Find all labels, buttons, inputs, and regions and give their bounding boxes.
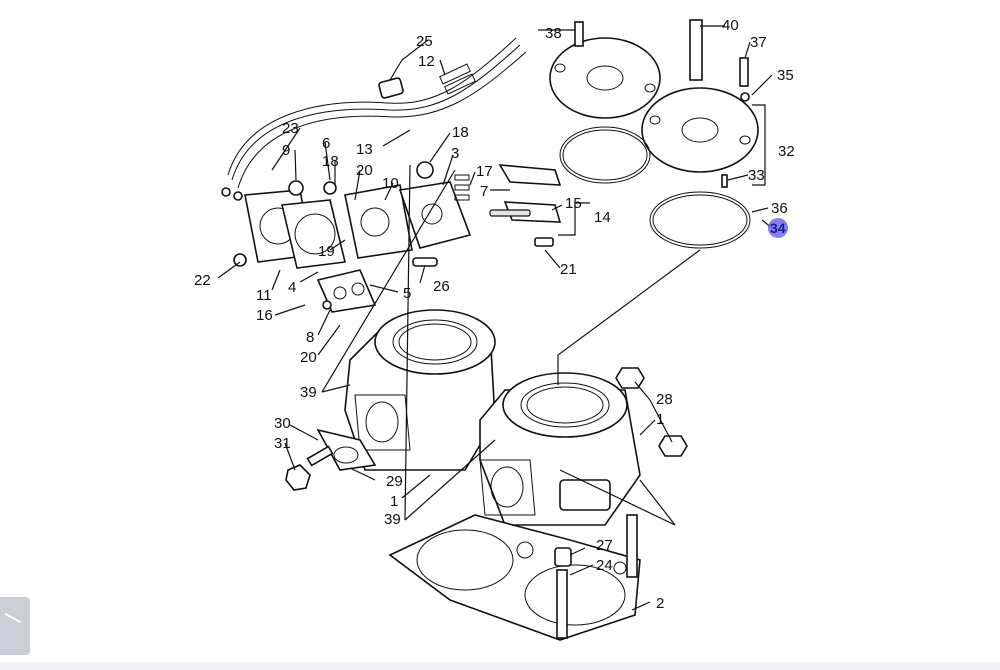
- exhaust-hardware: [285, 428, 377, 491]
- callout-18-top: 18: [452, 124, 469, 141]
- callout-15: 15: [565, 195, 582, 212]
- callout-32: 32: [778, 143, 795, 160]
- cylinder-heads: [549, 19, 759, 249]
- callout-29: 29: [386, 473, 403, 490]
- callout-1-right: 1: [656, 411, 664, 428]
- side-panel-tab[interactable]: [0, 597, 30, 655]
- collapse-chevron-icon: [4, 612, 22, 624]
- callout-37: 37: [750, 34, 767, 51]
- callout-1-lower: 1: [390, 493, 398, 510]
- callout-39-lower: 39: [384, 511, 401, 528]
- callout-35: 35: [777, 67, 794, 84]
- callout-22: 22: [194, 272, 211, 289]
- callout-21: 21: [560, 261, 577, 278]
- callout-3: 3: [451, 145, 459, 162]
- callout-38: 38: [545, 25, 562, 42]
- callout-30: 30: [274, 415, 291, 432]
- callout-39-upper: 39: [300, 384, 317, 401]
- callout-10: 10: [382, 175, 399, 192]
- callout-33: 33: [748, 167, 765, 184]
- callout-11: 11: [256, 287, 272, 304]
- callout-9: 9: [282, 142, 290, 159]
- callout-4: 4: [288, 279, 296, 296]
- callout-20-bottom: 20: [300, 349, 317, 366]
- callout-23: 23: [282, 120, 299, 137]
- callout-8: 8: [306, 329, 314, 346]
- callout-labels: 1 1 2 3 4 5 6 7 8 9 10 11 12 13 14 15 16…: [194, 17, 795, 612]
- callout-40: 40: [722, 17, 739, 34]
- callout-18-left: 18: [322, 153, 339, 170]
- callout-highlight-marker: [768, 218, 788, 238]
- leader-lines: [217, 25, 773, 611]
- callout-2: 2: [656, 595, 664, 612]
- base-gasket: [388, 514, 641, 641]
- callout-6: 6: [322, 135, 330, 152]
- callout-19: 19: [318, 243, 335, 260]
- callout-12: 12: [418, 53, 435, 70]
- callout-27: 27: [596, 537, 613, 554]
- callout-28: 28: [656, 391, 673, 408]
- exhaust-valve-linkage: [454, 164, 562, 247]
- callout-5: 5: [403, 285, 411, 302]
- callout-34: 34: [770, 220, 786, 236]
- callout-14: 14: [594, 209, 611, 226]
- callout-31: 31: [274, 435, 291, 452]
- callout-7: 7: [480, 183, 488, 200]
- cylinders: [344, 309, 641, 526]
- callout-34-highlighted[interactable]: 34: [768, 218, 788, 238]
- callout-24: 24: [596, 557, 613, 574]
- callout-25: 25: [416, 33, 433, 50]
- callout-36: 36: [771, 200, 788, 217]
- studs-and-nuts: [554, 367, 688, 639]
- callout-20-top: 20: [356, 162, 373, 179]
- callout-17: 17: [476, 163, 493, 180]
- bottom-bar: [0, 662, 1000, 670]
- throttle-cables: [221, 37, 527, 201]
- callout-26: 26: [433, 278, 450, 295]
- callout-16: 16: [256, 307, 273, 324]
- callout-13: 13: [356, 141, 373, 158]
